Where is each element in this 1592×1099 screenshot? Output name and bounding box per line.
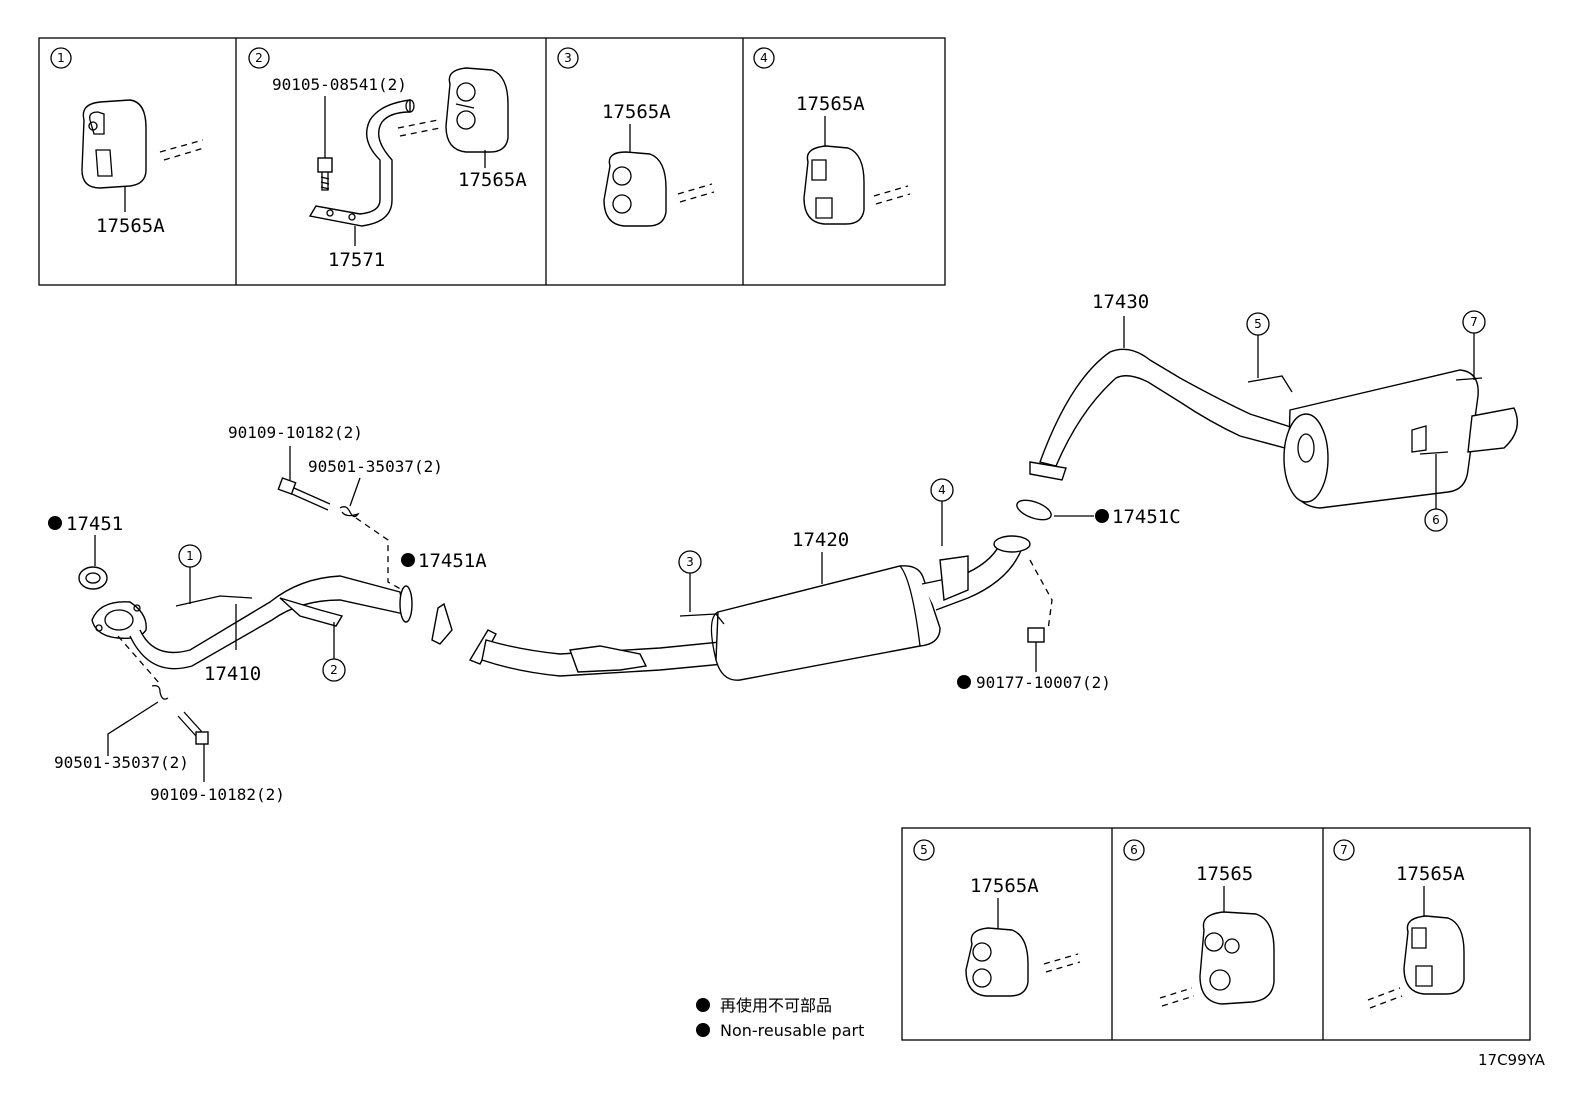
- part-label: 90177-10007(2): [976, 673, 1111, 692]
- detail-box-5: 5 17565A: [913, 839, 1081, 997]
- part-label: 90109-10182(2): [228, 423, 363, 442]
- hanger-rubber-icon: [445, 67, 509, 153]
- hanger-rubber-icon: [965, 927, 1029, 997]
- legend: 再使用不可部品 Non-reusable part: [696, 996, 864, 1040]
- callout-7: 7: [1470, 315, 1478, 329]
- detail-box-7: 7 17565A: [1333, 839, 1465, 1009]
- part-label: 17451: [66, 513, 123, 535]
- detail-box-2-number: 2: [255, 51, 263, 65]
- detail-box-4: 4 17565A: [753, 47, 911, 225]
- bolt-icon: [277, 477, 331, 511]
- gasket-17451: 17451: [48, 513, 123, 590]
- center-pipe-17420: 17420 3 4: [468, 478, 1031, 681]
- part-label: 17451A: [418, 550, 487, 572]
- gasket-17451c: 17451C: [1016, 499, 1181, 528]
- callout-2: 2: [330, 663, 338, 677]
- part-label: 17410: [204, 663, 261, 685]
- callout-4: 4: [938, 483, 946, 497]
- callout-5: 5: [1254, 317, 1262, 331]
- detail-box-6-number: 6: [1130, 843, 1138, 857]
- nut-90177: 90177-10007(2): [957, 559, 1111, 692]
- bolt-icon: [177, 711, 209, 745]
- nut-icon: [1027, 627, 1045, 643]
- bolt-spring-lower: 90501-35037(2) 90109-10182(2): [54, 635, 285, 804]
- detail-box-4-number: 4: [760, 51, 768, 65]
- bolt-icon: [317, 157, 333, 191]
- non-reusable-dot: [1095, 509, 1109, 523]
- part-label: 17420: [792, 529, 849, 551]
- part-label: 17565A: [970, 875, 1039, 897]
- non-reusable-dot: [48, 516, 62, 530]
- part-label: 17571: [328, 249, 385, 271]
- part-label: 17565A: [96, 215, 165, 237]
- top-panel-frame: [38, 37, 946, 286]
- hanger-rubber-icon: [81, 99, 147, 189]
- diagram-code: 17C99YA: [1478, 1051, 1546, 1069]
- bracket-icon: [308, 99, 415, 227]
- bottom-detail-panel: [901, 827, 1531, 1041]
- top-detail-panel: [38, 37, 946, 286]
- callout-3: 3: [686, 555, 694, 569]
- non-reusable-dot: [957, 675, 971, 689]
- callout-1: 1: [186, 549, 194, 563]
- legend-jp: 再使用不可部品: [720, 996, 832, 1015]
- detail-box-3: 3 17565A: [557, 47, 715, 227]
- detail-box-1: 1 17565A: [50, 47, 205, 237]
- part-label: 17565A: [796, 93, 865, 115]
- part-label: 17565A: [458, 169, 527, 191]
- spring-icon: [339, 506, 360, 518]
- hanger-rubber-icon: [1403, 915, 1465, 995]
- part-label: 90105-08541(2): [272, 75, 407, 94]
- gasket-17451a: 17451A: [401, 550, 487, 645]
- detail-box-2: 2 90105-08541(2) 17565A 17571: [248, 47, 527, 271]
- spring-icon: [151, 684, 169, 700]
- part-label: 17451C: [1112, 506, 1181, 528]
- tail-pipe-17430: 17430 5 7 6: [1029, 291, 1518, 532]
- detail-box-3-number: 3: [564, 51, 572, 65]
- detail-box-5-number: 5: [920, 843, 928, 857]
- part-label: 17565A: [602, 101, 671, 123]
- part-label: 90501-35037(2): [308, 457, 443, 476]
- non-reusable-dot: [696, 1023, 710, 1037]
- part-label: 17565: [1196, 863, 1253, 885]
- hanger-rubber-icon: [1199, 911, 1275, 1005]
- part-label: 90501-35037(2): [54, 753, 189, 772]
- part-label: 90109-10182(2): [150, 785, 285, 804]
- non-reusable-dot: [696, 998, 710, 1012]
- detail-box-1-number: 1: [57, 51, 65, 65]
- front-pipe-17410: 17410 1 2: [91, 544, 413, 685]
- detail-box-6: 6 17565: [1123, 839, 1275, 1007]
- part-label: 17430: [1092, 291, 1149, 313]
- detail-box-7-number: 7: [1340, 843, 1348, 857]
- callout-6: 6: [1432, 513, 1440, 527]
- hanger-rubber-icon: [803, 145, 865, 225]
- legend-en: Non-reusable part: [720, 1021, 864, 1040]
- bolt-spring-upper: 90109-10182(2) 90501-35037(2): [228, 423, 443, 593]
- part-label: 17565A: [1396, 863, 1465, 885]
- non-reusable-dot: [401, 553, 415, 567]
- hanger-rubber-icon: [603, 151, 667, 227]
- bottom-panel-frame: [901, 827, 1531, 1041]
